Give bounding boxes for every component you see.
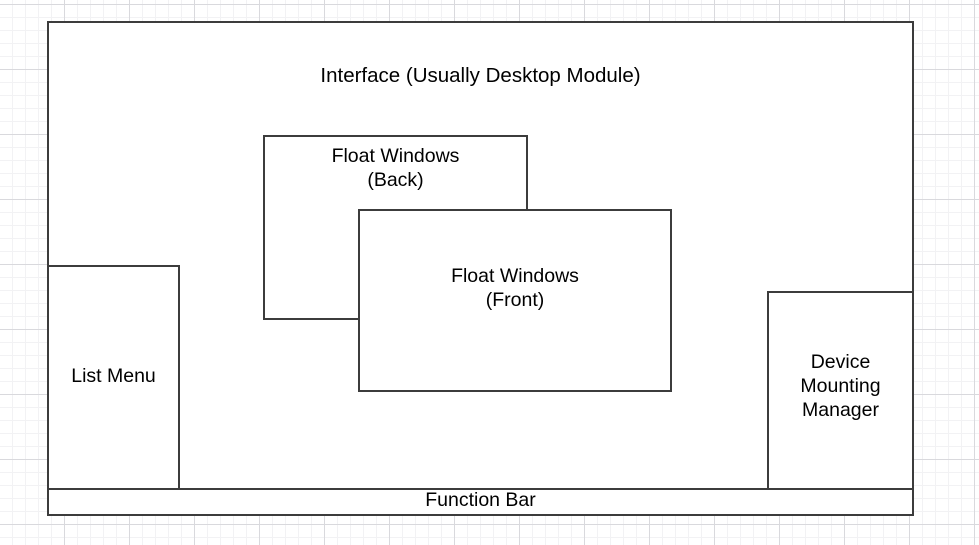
function-bar-label: Function Bar xyxy=(425,489,536,511)
float-window-back-label: Float Windows (Back) xyxy=(331,145,460,191)
device-mounting-manager-box[interactable]: Device Mounting Manager xyxy=(767,291,914,490)
interface-title-label: Interface (Usually Desktop Module) xyxy=(320,64,641,87)
device-mounting-manager-label: Device Mounting Manager xyxy=(800,351,881,421)
float-window-front-box[interactable]: Float Windows (Front) xyxy=(358,209,672,392)
function-bar-box[interactable]: Function Bar xyxy=(47,488,914,516)
list-menu-label: List Menu xyxy=(71,365,156,387)
float-window-front-label: Float Windows (Front) xyxy=(451,265,579,311)
list-menu-box[interactable]: List Menu xyxy=(47,265,180,490)
